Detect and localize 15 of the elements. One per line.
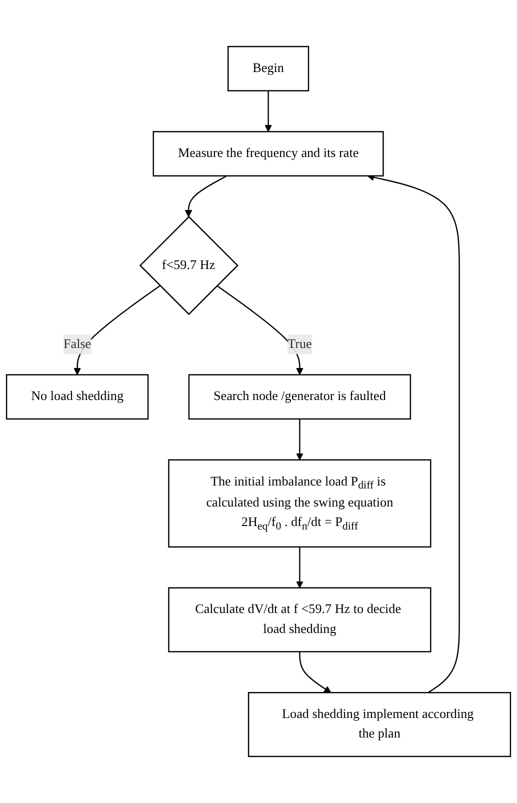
node-box: Load shedding implement according the plan — [248, 692, 512, 758]
edge-label: False — [63, 337, 92, 352]
arrow — [184, 175, 228, 218]
arrow — [296, 418, 304, 460]
arrow — [299, 652, 332, 693]
node-box: Begin — [227, 46, 310, 92]
node-diamond: f<59.7 Hz — [139, 216, 238, 316]
node-box: No load shedding — [6, 374, 149, 420]
node-box: Measure the frequency and its rate — [152, 131, 384, 176]
node-box: Search node /generator is faulted — [188, 374, 412, 420]
arrow — [296, 546, 304, 588]
node-box: Calculate dV/dt at f <59.7 Hz to decide load shedding — [168, 587, 432, 652]
arrow — [264, 90, 272, 132]
edge-label: True — [288, 337, 312, 352]
node-box: The initial imbalance load P$_{diff}$ is calculated using the swing equation 2H$_{eq}$/f$_{0}$ . df$_{n}$/dt = P$_{diff}$ — [168, 459, 432, 548]
